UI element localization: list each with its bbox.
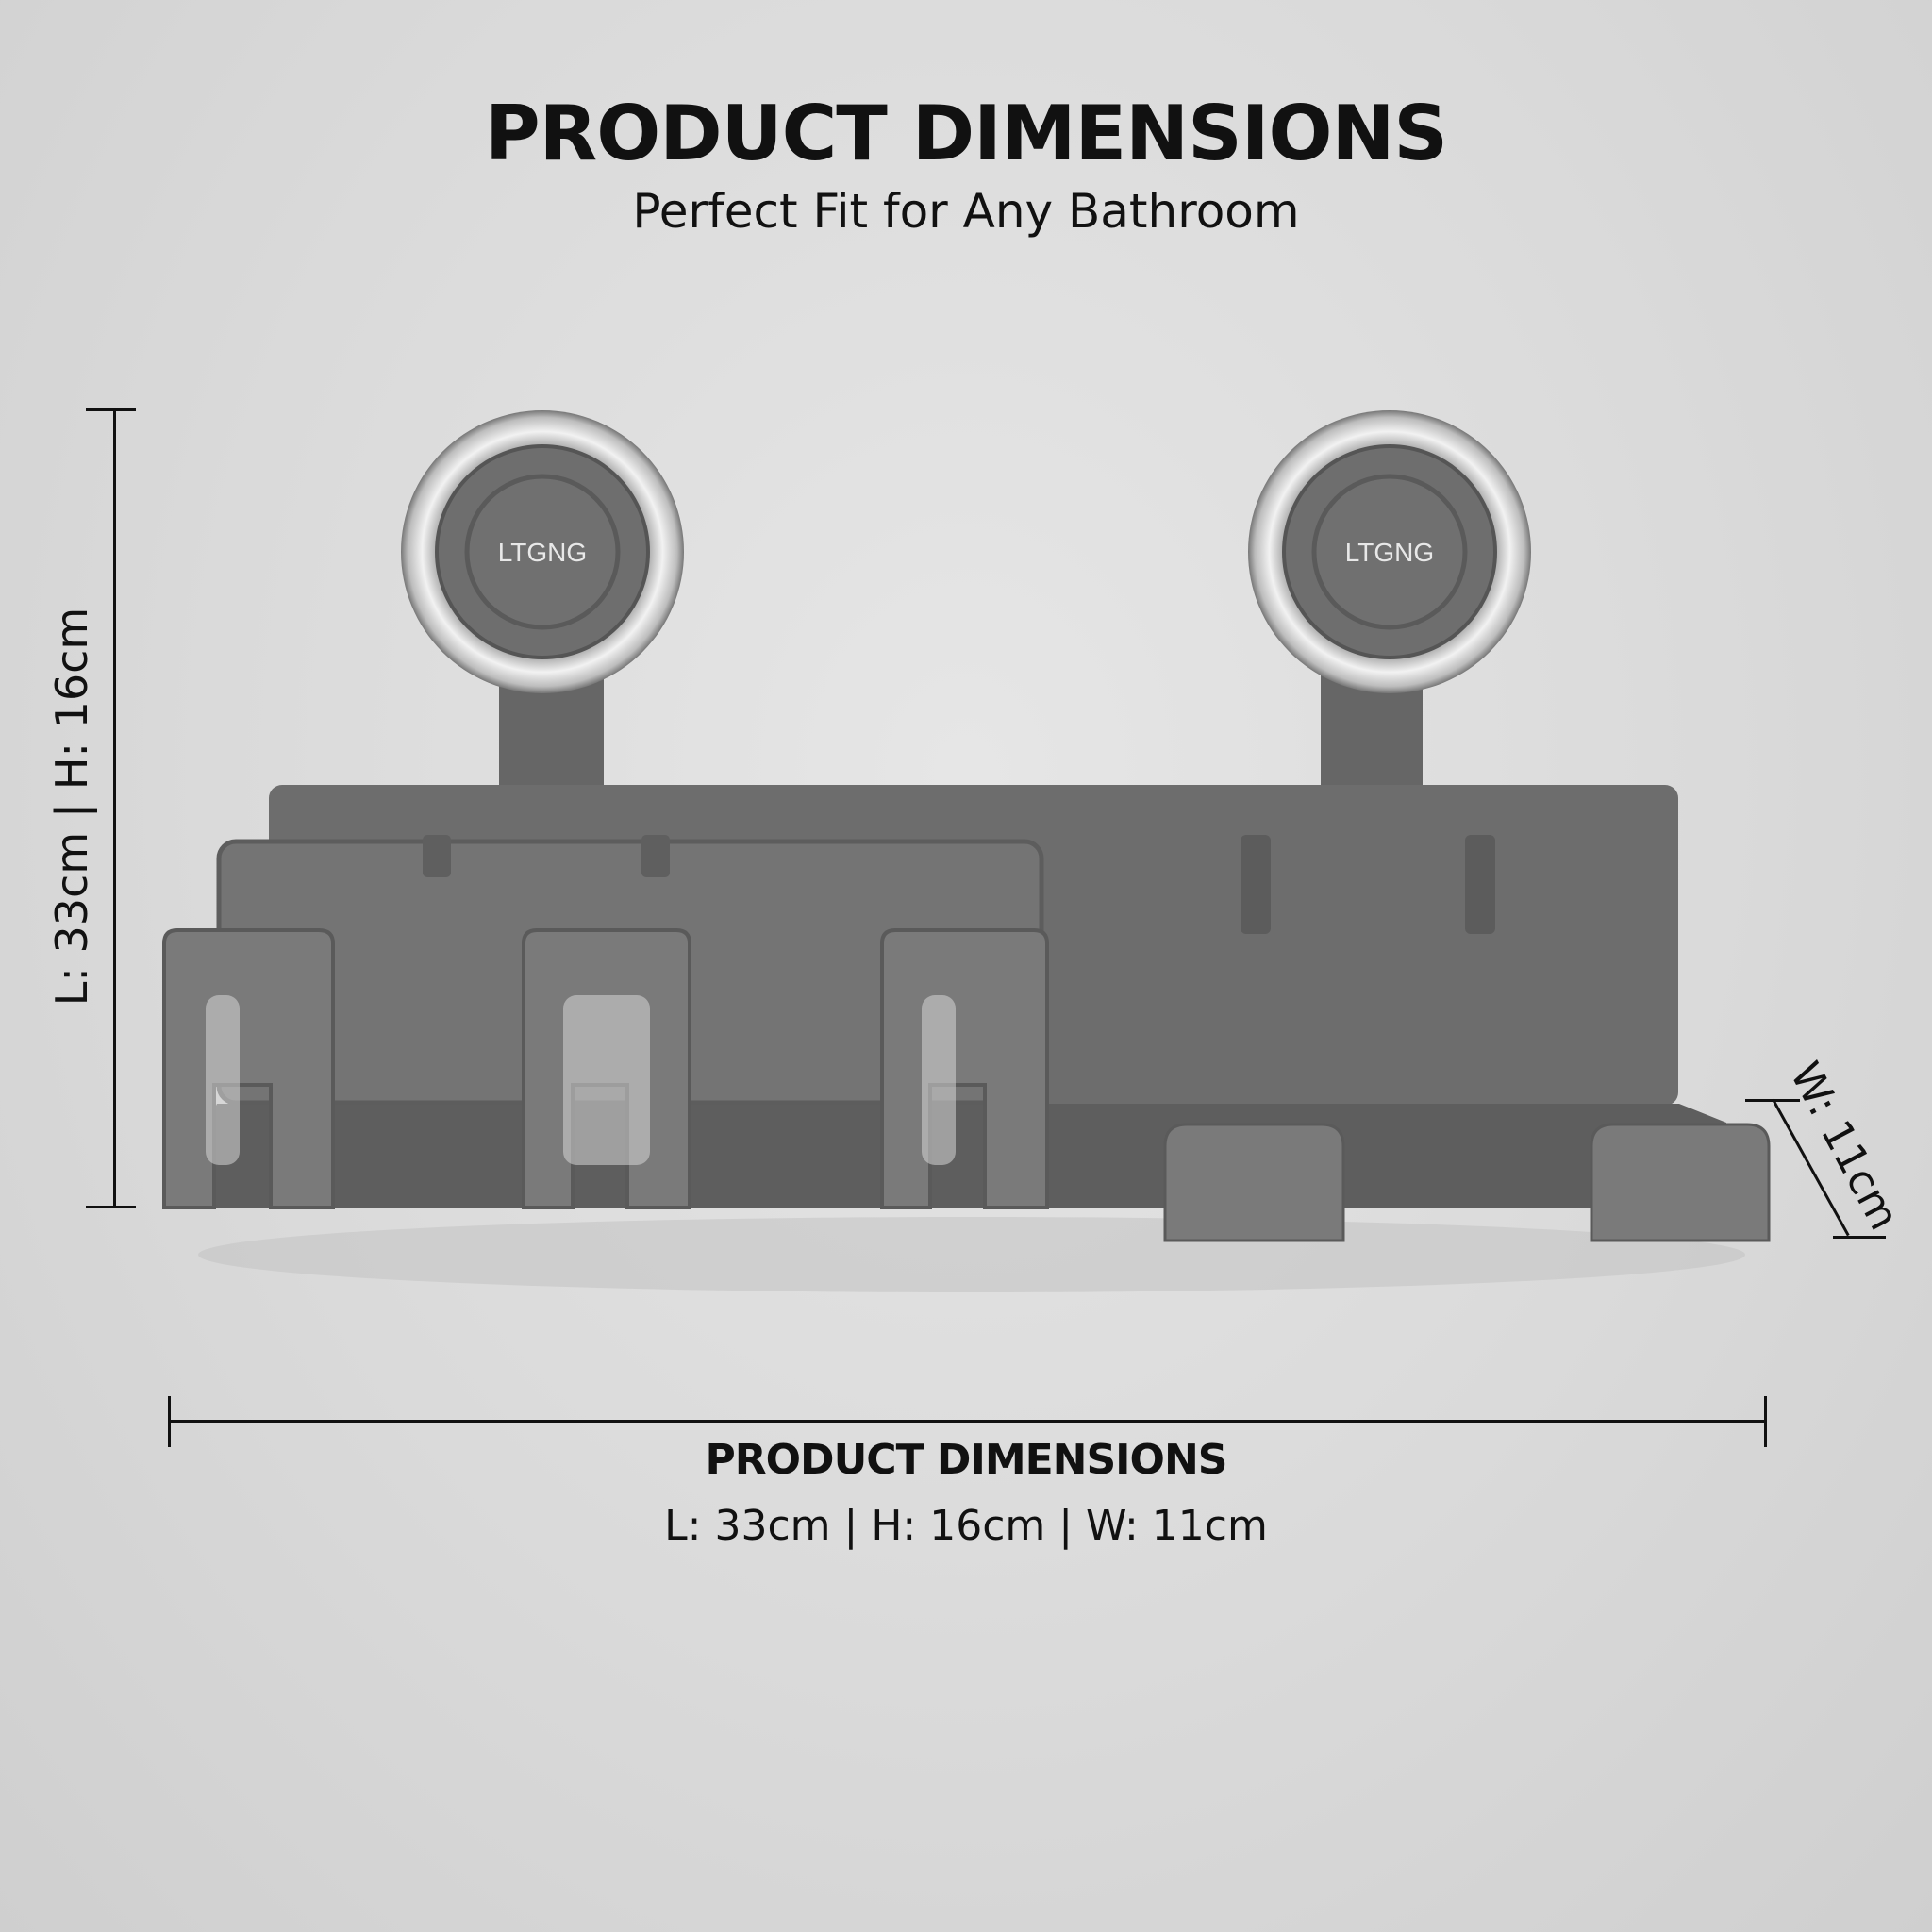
hook [1241,835,1271,934]
page-subtitle: Perfect Fit for Any Bathroom [632,184,1300,239]
page-title: PRODUCT DIMENSIONS [484,90,1448,177]
right-stem [1321,660,1423,792]
brand-logo-left: LTGNG [498,538,587,567]
footer-title: PRODUCT DIMENSIONS [705,1436,1228,1484]
footer-dimensions: L: 33cm | H: 16cm | W: 11cm [664,1502,1268,1550]
height-dimension-bottom-tick [86,1206,136,1208]
left-stem [499,660,604,792]
width-dimension-bottom-tick [1833,1236,1886,1239]
brand-logo-right: LTGNG [1345,538,1434,567]
right-suction-cup: LTGNG [1248,410,1531,693]
length-dimension-left-tick [168,1396,171,1447]
length-dimension-line [169,1420,1766,1423]
length-dimension-right-tick [1764,1396,1767,1447]
height-dimension-top-tick [86,408,136,411]
dryer-hook-left [1163,1123,1345,1242]
product-shadow [198,1217,1745,1292]
basket-divider [423,835,451,877]
dryer-hook-right [1590,1123,1771,1242]
basket-divider [641,835,670,877]
hook [1465,835,1495,934]
left-suction-cup: LTGNG [401,410,684,693]
height-dimension-line [113,410,116,1208]
